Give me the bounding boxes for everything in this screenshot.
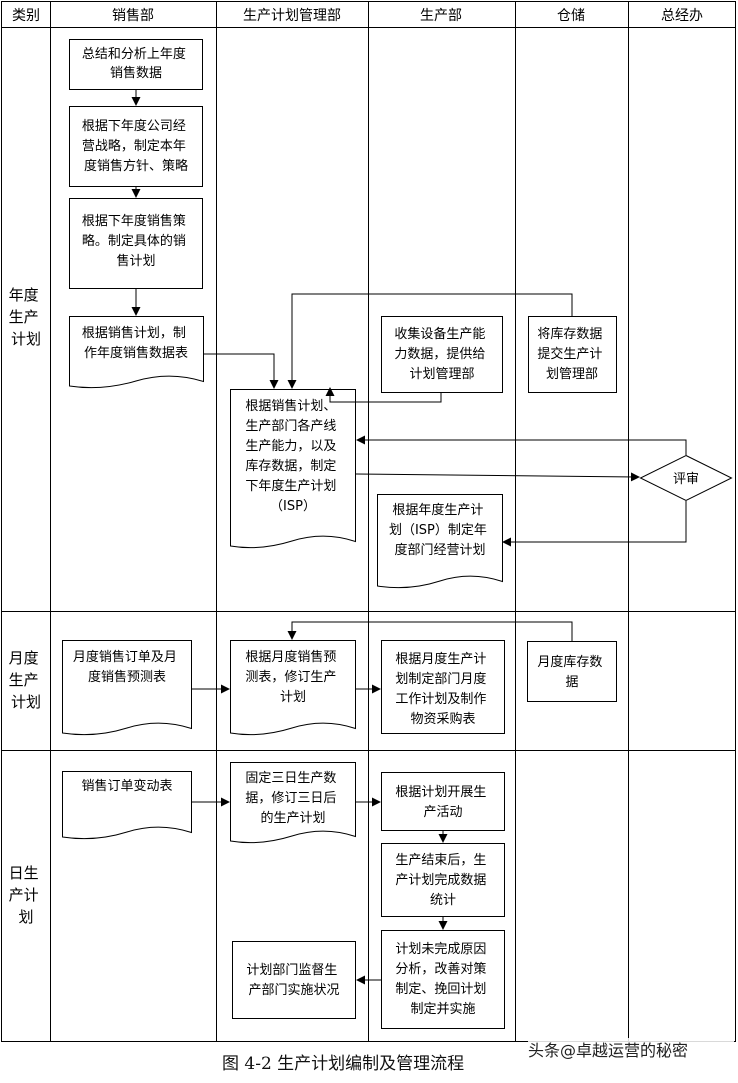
node-d6 <box>232 941 356 1019</box>
node-d4 <box>381 843 505 917</box>
node-w1-text: 将库存数据 提交生产计 划管理部 <box>537 326 606 382</box>
header-production: 生产部 <box>420 8 462 24</box>
node-s2 <box>69 106 203 187</box>
node-s3 <box>69 198 203 289</box>
node-d5-text: 计划未完成原因 分析，改善对策 制定、挽回计划 制定并实施 <box>395 942 490 1017</box>
arrow-m4-m2 <box>287 621 573 641</box>
node-d1 <box>62 771 192 840</box>
node-p1-text: 收集设备生产能 力数据，提供给 计划管理部 <box>394 326 489 382</box>
node-d4-text: 生产结束后，生 产计划完成数据 统计 <box>395 853 490 908</box>
node-m4-text: 月度库存数 据 <box>537 654 606 690</box>
header-gm: 总经办 <box>661 8 703 24</box>
node-m1-text: 月度销售订单及月 度销售预测表 <box>73 649 181 685</box>
node-m2-text: 根据月度销售预 测表，修订生产 计划 <box>245 649 340 705</box>
node-d3 <box>381 772 505 831</box>
node-m3-text: 根据月度生产计 划制定部门月度 工作计划及制作 物资采购表 <box>395 651 490 727</box>
header-warehouse: 仓储 <box>557 8 585 24</box>
arrow-gm1-c1 <box>356 435 687 455</box>
swimlane-grid <box>1 1 736 1042</box>
node-m1 <box>62 640 192 736</box>
node-s1 <box>69 39 203 90</box>
row-label-daily: 日生 产计 划 <box>9 864 44 926</box>
node-m4 <box>527 641 617 702</box>
figure-caption: 图 4-2 生产计划编制及管理流程 <box>222 1054 465 1074</box>
node-m3 <box>381 640 505 734</box>
node-s1-text: 总结和分析上年度 销售数据 <box>82 46 190 81</box>
node-gm1-text: 评审 <box>673 472 699 487</box>
node-c1-text: 根据销售计划、 生产部门各产线 生产能力，以及 库存数据，制定 下年度生产计划 … <box>245 398 340 514</box>
node-gm1 <box>639 454 733 502</box>
node-w1 <box>528 316 617 393</box>
node-d2 <box>230 762 356 844</box>
watermark: 头条@卓越运营的秘密 <box>528 1038 734 1064</box>
arrow-w1-c1 <box>287 293 573 389</box>
node-s2-text: 根据下年度公司经 营战略，制定本年 度销售方针、策略 <box>82 118 190 174</box>
node-d2-text: 固定三日生产数 据，修订三日后 的生产计划 <box>245 771 340 826</box>
node-s4-text: 根据销售计划，制 作年度销售数据表 <box>82 325 190 361</box>
node-d6-text: 计划部门监督生 产部门实施状况 <box>246 963 341 998</box>
node-p1 <box>381 316 503 393</box>
arrow-gm1-p2 <box>502 501 687 547</box>
node-c1 <box>230 389 356 549</box>
header-sales: 销售部 <box>112 8 154 24</box>
node-m2 <box>230 640 356 736</box>
node-p2-text: 根据年度生产计 划（ISP）制定年 度部门经营计划 <box>389 502 491 558</box>
row-label-monthly: 月度 生产 计划 <box>9 649 44 711</box>
node-s3-text: 根据下年度销售策 略。制定具体的销 售计划 <box>82 213 190 269</box>
node-d3-text: 根据计划开展生 产活动 <box>395 785 490 820</box>
node-s4 <box>69 316 204 389</box>
arrow-p1-c1 <box>325 387 442 403</box>
arrow-s4-c1 <box>204 353 279 389</box>
header-planning: 生产计划管理部 <box>243 8 341 24</box>
node-d5 <box>381 930 505 1029</box>
header-category: 类别 <box>12 8 40 24</box>
arrow-c1-gm1 <box>355 472 640 482</box>
node-d1-text: 销售订单变动表 <box>81 778 172 794</box>
node-p2 <box>377 494 503 589</box>
row-label-annual: 年度 生产 计划 <box>9 286 44 348</box>
